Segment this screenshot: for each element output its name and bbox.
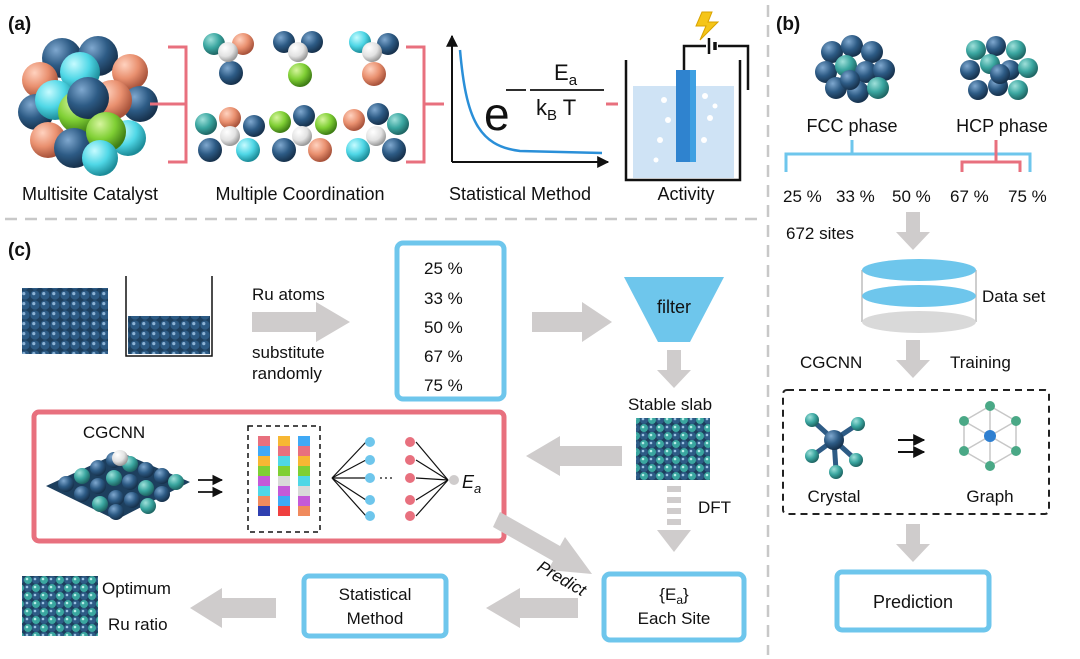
formula-e: e: [484, 88, 510, 140]
prediction-label: Prediction: [873, 592, 953, 612]
caption-multisite-catalyst: Multisite Catalyst: [22, 184, 158, 204]
bracket-left: [150, 45, 188, 164]
cgcnn-surface-slab: [46, 450, 190, 520]
arrow-c-predict: [493, 512, 592, 574]
cgcnn-model-box: [31, 409, 507, 544]
electrochemical-cell: [624, 11, 750, 182]
dataset-cylinder: [861, 259, 977, 333]
feature-vectors: [247, 425, 321, 533]
crystal-icon: [805, 413, 865, 479]
formula-numerator: Ea: [554, 60, 578, 89]
randomly-label: randomly: [252, 364, 322, 383]
statistical-method-line2: Method: [347, 609, 404, 628]
arrow-c-to-optimum: [190, 588, 276, 628]
substitute-label: substitute: [252, 343, 325, 362]
phase-ratio-25: 25 %: [783, 187, 822, 206]
coordination-motif-3: [349, 31, 399, 86]
formula-denominator: kB T: [536, 95, 576, 124]
stable-slab-image: [636, 418, 710, 480]
ru-ratio-label: Ru ratio: [108, 615, 168, 634]
nn-input-nodes: [365, 437, 375, 521]
training-box: [782, 389, 1050, 515]
coordination-motif-6: [343, 103, 409, 162]
optimum-label: Optimum: [102, 579, 171, 598]
panel-b-label: (b): [776, 14, 800, 35]
stable-slab-label: Stable slab: [628, 395, 712, 414]
ratio-list-box: [394, 240, 507, 402]
ratio-item-50: 50 %: [424, 318, 463, 337]
ratio-item-25: 25 %: [424, 259, 463, 278]
hcp-structure: [960, 36, 1038, 100]
training-label: Training: [950, 353, 1011, 372]
arrow-c-substitute: [252, 302, 350, 342]
arrow-b-2: [896, 340, 930, 378]
statistical-method-box: [301, 573, 449, 639]
boltzmann-plot: [446, 34, 610, 168]
caption-statistical-method: Statistical Method: [449, 184, 591, 204]
dft-dashed-arrow: [657, 486, 691, 552]
fcc-phase-label: FCC phase: [806, 116, 897, 136]
bracket-right: [406, 45, 444, 164]
arrow-c-to-stable: [657, 350, 691, 388]
hcp-phase-label: HCP phase: [956, 116, 1048, 136]
graph-nodes: [959, 401, 1021, 471]
each-site-label: Each Site: [638, 609, 711, 628]
prediction-box: [834, 569, 992, 633]
arrow-c-to-filter: [532, 302, 612, 342]
dft-label: DFT: [698, 498, 731, 517]
filter-funnel: [624, 277, 724, 342]
each-site-box: [601, 571, 747, 643]
ratio-item-33: 33 %: [424, 289, 463, 308]
arrow-c-to-cgcnn: [526, 436, 622, 476]
coordination-motif-5: [269, 105, 337, 162]
phase-ratio-row: 25 % 33 % 50 % 67 % 75 %: [783, 187, 1047, 206]
arrow-b-1: [896, 212, 930, 250]
ru-atoms-label: Ru atoms: [252, 285, 325, 304]
caption-activity: Activity: [657, 184, 714, 204]
nn-output-node: [449, 475, 459, 485]
phase-ratio-50: 50 %: [892, 187, 931, 206]
ratio-item-75: 75 %: [424, 376, 463, 395]
neural-network: [331, 441, 449, 517]
fcc-structure: [815, 35, 895, 103]
cgcnn-label-b: CGCNN: [800, 353, 862, 372]
phase-ratio-67: 67 %: [950, 187, 989, 206]
phase-bracket-pink: [960, 140, 1022, 172]
phase-ratio-75: 75 %: [1008, 187, 1047, 206]
bulk-slab-square: [22, 288, 108, 354]
ea-output-label: Ea: [462, 472, 481, 496]
coordination-motif-1: [203, 33, 254, 85]
ratio-item-67: 67 %: [424, 347, 463, 366]
crystal-label: Crystal: [808, 487, 861, 506]
graph-label: Graph: [966, 487, 1013, 506]
filter-label: filter: [657, 297, 691, 317]
caption-multiple-coordination: Multiple Coordination: [215, 184, 384, 204]
panel-a-label: (a): [8, 14, 31, 35]
statistical-method-line1: Statistical: [339, 585, 412, 604]
phase-ratio-33: 33 %: [836, 187, 875, 206]
cgcnn-label-c: CGCNN: [83, 423, 145, 442]
arrow-b-3: [896, 524, 930, 562]
phase-bracket-blue: [784, 140, 1032, 172]
ratio-list: 25 % 33 % 50 % 67 % 75 %: [424, 259, 463, 395]
each-site-ea-label: {Ea}: [659, 585, 689, 607]
slab-in-container: [125, 276, 213, 357]
optimum-slab-image: [22, 576, 98, 636]
arrow-c-to-statistical: [486, 588, 578, 628]
coordination-motif-2: [273, 31, 323, 87]
nn-hidden-nodes: [405, 437, 415, 521]
sites-count-label: 672 sites: [786, 224, 854, 243]
multisite-catalyst-cluster: [18, 36, 158, 176]
coordination-motif-4: [195, 107, 265, 162]
panel-c-label: (c): [8, 240, 31, 261]
dataset-label: Data set: [982, 287, 1046, 306]
